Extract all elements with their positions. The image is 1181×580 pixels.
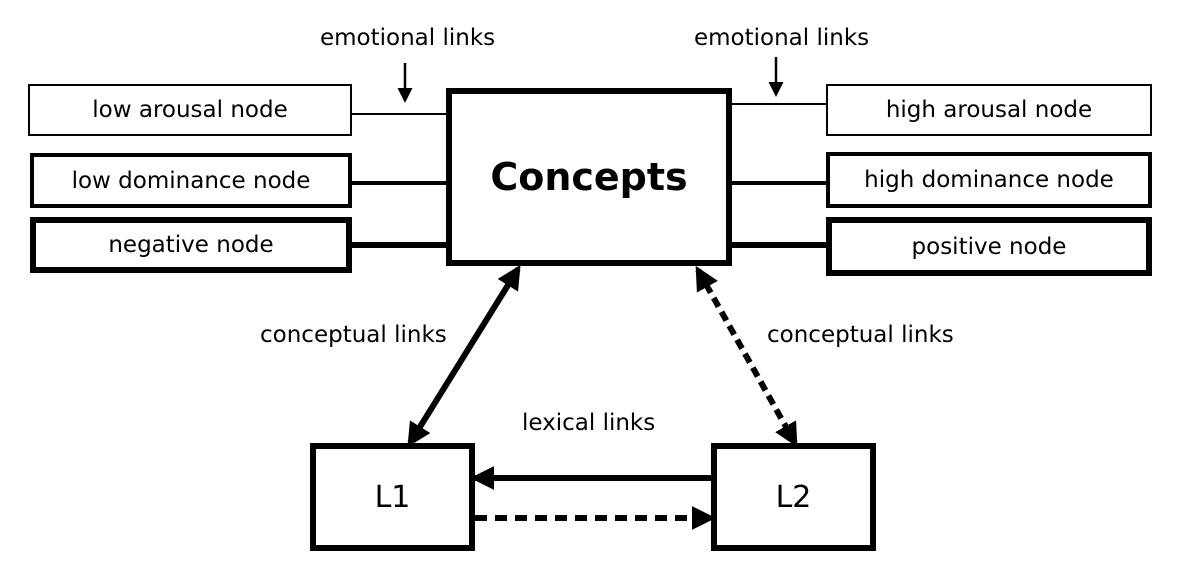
conceptual-link-l1 xyxy=(407,264,521,448)
positive-node: positive node xyxy=(826,217,1152,276)
concepts-node-label: Concepts xyxy=(490,155,688,199)
low-arousal-node-label: low arousal node xyxy=(92,97,288,123)
concepts-node: Concepts xyxy=(446,88,732,266)
l1-node: L1 xyxy=(310,443,475,551)
l2-node-label: L2 xyxy=(775,479,812,515)
negative-node-label: negative node xyxy=(108,232,274,258)
low-dominance-node-label: low dominance node xyxy=(71,167,311,194)
emotional-links-label-left: emotional links xyxy=(320,25,496,51)
lexical-links-label: lexical links xyxy=(522,410,656,436)
conceptual-links-label-left: conceptual links xyxy=(260,322,447,348)
conceptual-links-label-right: conceptual links xyxy=(767,322,954,348)
low-dominance-node: low dominance node xyxy=(30,153,352,208)
low-arousal-node: low arousal node xyxy=(28,84,352,136)
high-dominance-node: high dominance node xyxy=(826,152,1152,208)
negative-node: negative node xyxy=(30,217,352,273)
high-arousal-node-label: high arousal node xyxy=(885,97,1093,123)
conceptual-link-l2 xyxy=(695,265,798,448)
emotional-links-label-right: emotional links xyxy=(694,25,870,51)
l2-node: L2 xyxy=(711,443,876,551)
high-dominance-node-label: high dominance node xyxy=(864,167,1114,193)
positive-node-label: positive node xyxy=(911,233,1067,260)
l1-node-label: L1 xyxy=(374,479,411,515)
high-arousal-node: high arousal node xyxy=(826,84,1152,136)
